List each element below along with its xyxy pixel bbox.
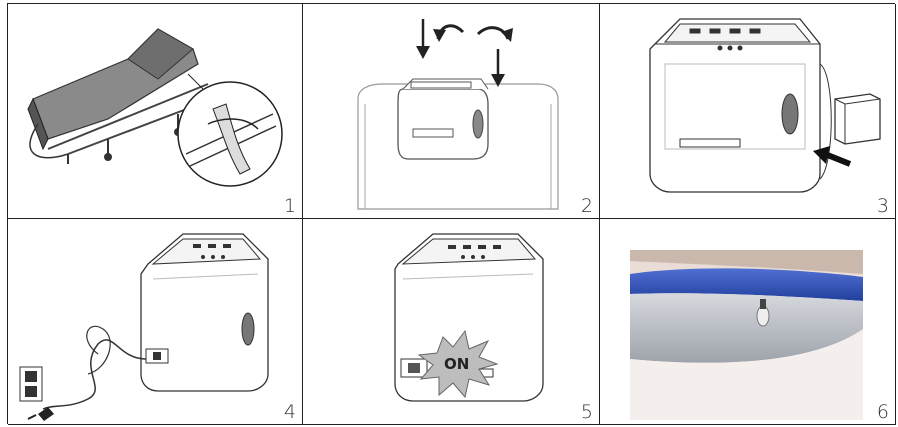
power-on-icon: ON <box>303 219 599 424</box>
step-number: 3 <box>877 195 889 217</box>
step-number: 1 <box>284 195 296 217</box>
step-number: 6 <box>877 401 889 423</box>
bed-strap-icon <box>8 4 302 218</box>
step-number: 5 <box>581 401 593 423</box>
plug-power-icon <box>8 219 302 424</box>
step-number: 2 <box>581 195 593 217</box>
step-panel-2: 2 <box>303 4 600 219</box>
step-number: 4 <box>284 401 296 423</box>
step-panel-4: 4 <box>8 219 303 425</box>
on-label: ON <box>444 355 469 373</box>
mount-pump-icon <box>303 4 599 218</box>
mattress-photo <box>600 219 895 424</box>
insert-battery-icon <box>600 4 895 218</box>
step-panel-3: 3 <box>600 4 896 219</box>
instruction-grid: 1 2 <box>7 3 895 424</box>
step-panel-1: 1 <box>8 4 303 219</box>
step-panel-6: 6 <box>600 219 896 425</box>
step-panel-5: ON 5 <box>303 219 600 425</box>
